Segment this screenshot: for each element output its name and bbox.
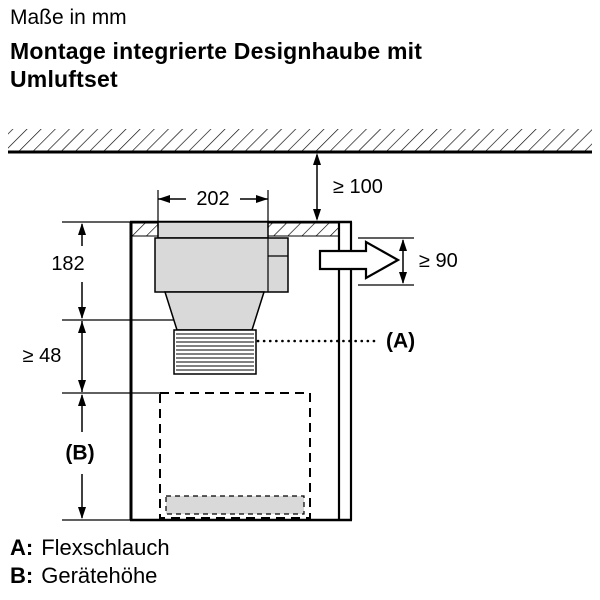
dim-label-hose-min: ≥ 48 [23, 345, 62, 367]
page-title-line2: Umluftset [10, 66, 118, 93]
dimension-hose-min: ≥ 48 [23, 321, 86, 392]
dim-label-outlet-height: ≥ 90 [419, 250, 458, 272]
arrow-down-icon [399, 272, 407, 284]
legend-item-b: B: Gerätehöhe [10, 562, 170, 590]
arrow-down-icon [313, 209, 321, 221]
arrow-up-icon [313, 153, 321, 165]
reference-a: (A) [256, 330, 415, 353]
cabinet-top-hatch-right [267, 222, 340, 237]
legend-value-b: Gerätehöhe [41, 563, 158, 588]
units-note: Maße in mm [10, 6, 127, 29]
dim-label-upper-height: 182 [51, 253, 84, 275]
arrow-down-icon [78, 380, 86, 392]
arrow-down-icon [78, 507, 86, 519]
dimension-upper-height: 182 [51, 223, 86, 319]
ceiling-hatch [8, 129, 592, 154]
dimension-ceiling-gap: ≥ 100 [313, 153, 383, 221]
duct-top [157, 221, 269, 239]
adapter-funnel [163, 291, 266, 331]
header: Maße in mm Montage integrierte Designhau… [10, 6, 592, 93]
arrow-up-icon [78, 321, 86, 333]
ref-label-b: (B) [65, 442, 94, 465]
hood-body-dashed [159, 392, 311, 519]
dim-label-top-width: 202 [196, 188, 229, 210]
legend-key-b: B: [10, 563, 34, 588]
dimension-outlet-height: ≥ 90 [358, 237, 458, 286]
ceiling-hatch-band [8, 129, 592, 152]
legend: A: Flexschlauch B: Gerätehöhe [10, 534, 170, 590]
air-outlet-arrow-icon [318, 240, 401, 280]
dim-label-ceiling-gap: ≥ 100 [333, 176, 383, 198]
cabinet-top-hatch-left [130, 222, 159, 237]
dimension-device-height: (B) [65, 394, 95, 519]
legend-item-a: A: Flexschlauch [10, 534, 170, 562]
dimension-top-width: 202 [157, 188, 269, 228]
arrow-up-icon [78, 223, 86, 235]
flex-hose-ribs [176, 333, 254, 371]
arrow-up-icon [78, 394, 86, 406]
hood-bottom-band [165, 495, 305, 515]
hood-components [154, 221, 311, 519]
arrow-right-icon [256, 195, 268, 203]
legend-key-a: A: [10, 535, 34, 560]
page-title-line1: Montage integrierte Designhaube mit [10, 38, 423, 64]
arrow-left-icon [158, 195, 170, 203]
arrow-down-icon [78, 307, 86, 319]
witness-lines-left [62, 221, 174, 521]
flex-hose [173, 329, 257, 375]
ref-label-a: (A) [386, 330, 415, 353]
arrow-up-icon [399, 239, 407, 251]
legend-value-a: Flexschlauch [41, 535, 170, 560]
